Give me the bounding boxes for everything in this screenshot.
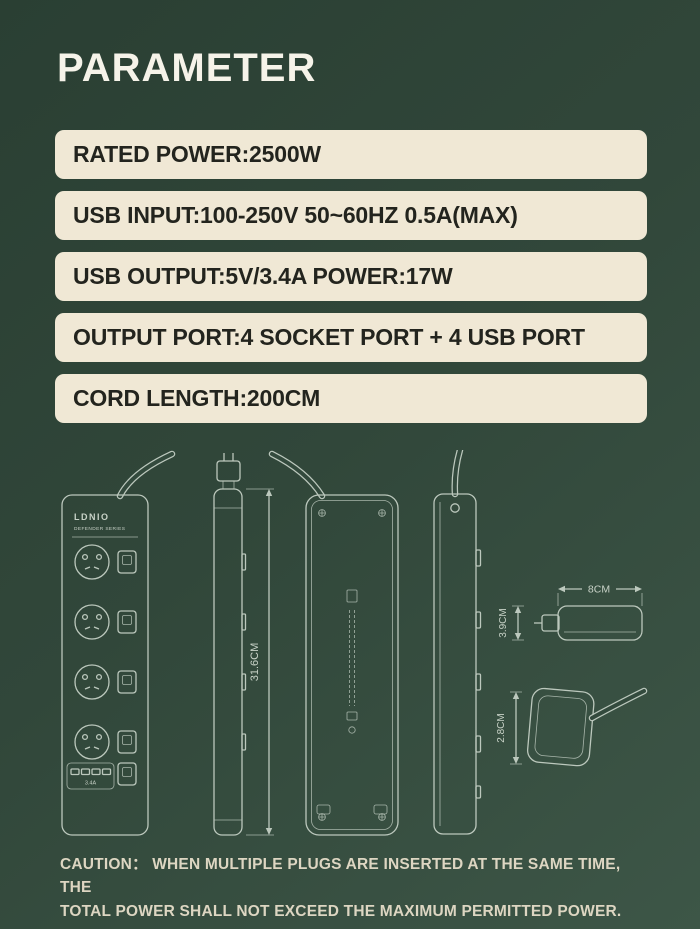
brand-logo: LDNIO xyxy=(74,512,110,522)
end-view-bottom: 2.8CM xyxy=(496,687,648,767)
profile-view xyxy=(213,453,247,836)
screw-icon xyxy=(318,509,326,517)
technical-diagram: LDNIO DEFENDER SERIES xyxy=(0,446,700,854)
back-body-outline xyxy=(305,494,399,836)
usb-ports: 3.4A xyxy=(66,762,115,790)
side-body-outline xyxy=(433,493,477,835)
dimension-thickness-label: 2.8CM xyxy=(496,713,507,742)
spec-rated-power-label: RATED POWER:2500W xyxy=(73,141,321,167)
technical-drawing: LDNIO DEFENDER SERIES xyxy=(61,446,648,836)
power-cord-icon xyxy=(116,450,176,500)
dimension-width-label: 8CM xyxy=(588,584,610,596)
spec-cord-length-label: CORD LENGTH:200CM xyxy=(73,385,321,411)
spec-usb-input-label: USB INPUT:100-250V 50~60HZ 0.5A(MAX) xyxy=(73,202,518,228)
label-print xyxy=(346,589,358,734)
caution-line-2: TOTAL POWER SHALL NOT EXCEED THE MAXIMUM… xyxy=(60,902,622,920)
socket-icon xyxy=(74,724,110,760)
caution-line-1: CAUTION： WHEN MULTIPLE PLUGS ARE INSERTE… xyxy=(60,856,621,897)
spec-usb-output: USB OUTPUT:5V/3.4A POWER:17W xyxy=(55,252,647,301)
spec-output-port: OUTPUT PORT:4 SOCKET PORT + 4 USB PORT xyxy=(55,313,647,362)
cord-grommet-icon xyxy=(450,503,460,513)
strip-profile-outline xyxy=(213,488,243,836)
end-body-outline xyxy=(557,605,643,641)
caution-text: CAUTION： WHEN MULTIPLE PLUGS ARE INSERTE… xyxy=(60,853,648,923)
back-view xyxy=(268,450,399,836)
socket-icon xyxy=(74,544,110,580)
master-switch-icon xyxy=(117,762,137,786)
switch-icon xyxy=(117,730,137,754)
page-title: PARAMETER xyxy=(57,46,317,90)
end-view-top: 8CM 3.9CM xyxy=(498,584,643,641)
dimension-length: 31.6CM xyxy=(246,488,274,836)
screw-icon xyxy=(378,509,386,517)
spec-usb-output-label: USB OUTPUT:5V/3.4A POWER:17W xyxy=(73,263,453,289)
spec-usb-input: USB INPUT:100-250V 50~60HZ 0.5A(MAX) xyxy=(55,191,647,240)
socket-icon xyxy=(74,604,110,640)
foot-pad xyxy=(373,804,388,815)
strip-body-outline xyxy=(61,494,149,836)
side-view xyxy=(433,446,482,835)
power-cord-icon xyxy=(268,450,326,500)
series-label: DEFENDER SERIES xyxy=(74,526,125,532)
spec-list: RATED POWER:2500W USB INPUT:100-250V 50~… xyxy=(55,130,647,435)
switch-icon xyxy=(117,610,137,634)
screw-icon xyxy=(318,813,326,821)
front-view: LDNIO DEFENDER SERIES xyxy=(61,450,176,836)
tilted-body-outline xyxy=(526,687,595,767)
dimension-length-label: 31.6CM xyxy=(249,643,261,682)
plug-prongs-icon xyxy=(223,453,234,461)
plug-body-icon xyxy=(216,460,241,482)
dimension-arrow-icon xyxy=(514,606,522,640)
spec-cord-length: CORD LENGTH:200CM xyxy=(55,374,647,423)
dimension-height-label: 3.9CM xyxy=(498,608,509,637)
spec-output-port-label: OUTPUT PORT:4 SOCKET PORT + 4 USB PORT xyxy=(73,324,585,350)
usb-rating-label: 3.4A xyxy=(85,781,97,787)
switch-icon xyxy=(117,550,137,574)
plug-icon xyxy=(541,614,560,632)
screw-icon xyxy=(378,813,386,821)
socket-icon xyxy=(74,664,110,700)
spec-rated-power: RATED POWER:2500W xyxy=(55,130,647,179)
switch-icon xyxy=(117,670,137,694)
foot-pad xyxy=(316,804,331,815)
